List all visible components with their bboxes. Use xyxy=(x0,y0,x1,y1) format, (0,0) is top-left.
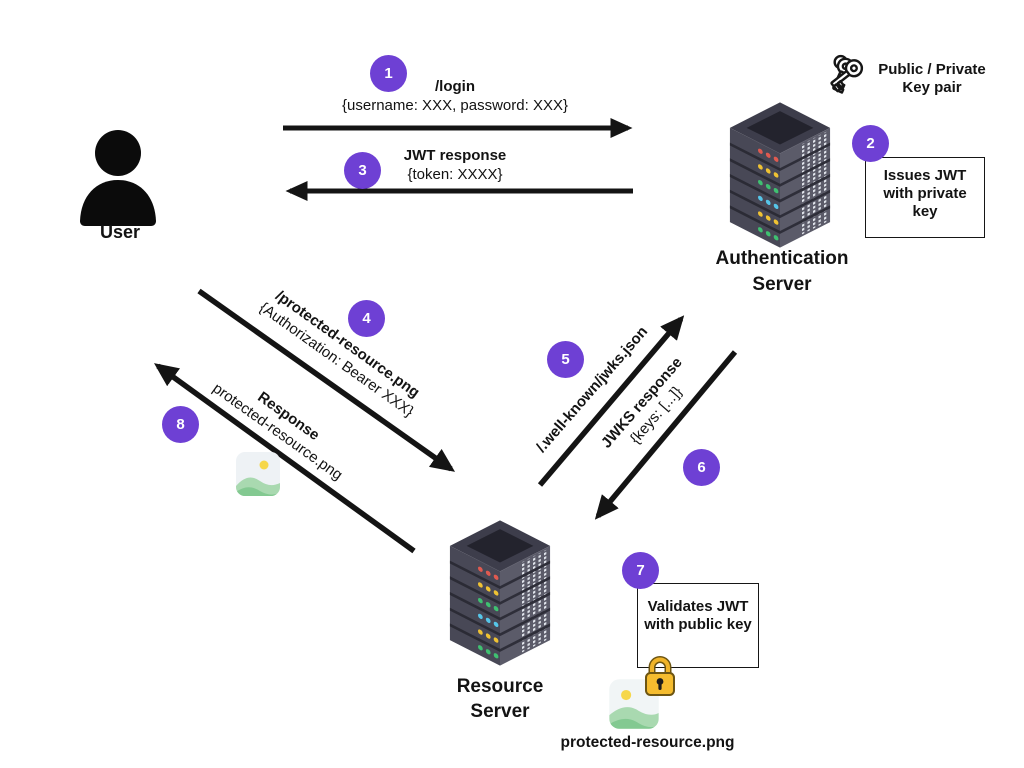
authentication-server-label: Authentication Server xyxy=(699,246,865,298)
step-5-badge: 5 xyxy=(547,341,584,378)
step-1-badge: 1 xyxy=(370,55,407,92)
keys-icon xyxy=(830,54,864,94)
step-6-badge: 6 xyxy=(683,449,720,486)
user-label: User xyxy=(99,222,141,242)
step-1-title: /login xyxy=(435,78,475,95)
key-pair-label-line1: Public / Private xyxy=(878,61,986,78)
step-7-note-box: Validates JWT with public key xyxy=(637,583,759,668)
resource-server-icon xyxy=(446,518,554,666)
key-pair-label-line2: Key pair xyxy=(902,79,962,96)
step-7-note-line1: Validates JWT xyxy=(647,598,749,615)
step-3-subtitle: {token: XXXX} xyxy=(407,166,503,183)
step-3-title: JWT response xyxy=(403,147,507,164)
resource-server-label-line1: Resource xyxy=(456,676,544,697)
step-3-badge: 3 xyxy=(344,152,381,189)
authentication-server-label-line2: Server xyxy=(752,274,812,295)
step-4-badge: 4 xyxy=(348,300,385,337)
key-pair-label: Public / Private Key pair xyxy=(868,61,996,97)
step-1-label: /login {username: XXX, password: XXX} xyxy=(300,77,610,115)
step-2-note-line3: key xyxy=(912,203,938,220)
resource-server-label: Resource Server xyxy=(417,674,583,724)
step-3-label: JWT response {token: XXXX} xyxy=(350,146,560,184)
image-file-icon xyxy=(236,452,280,496)
step-8-badge: 8 xyxy=(162,406,199,443)
step-2-note-box: Issues JWT with private key xyxy=(865,157,985,238)
step-2-note-line1: Issues JWT xyxy=(883,167,967,184)
lock-icon xyxy=(645,656,675,696)
step-7-note-line2: with public key xyxy=(644,616,752,633)
step-7-badge: 7 xyxy=(622,552,659,589)
step-2-badge: 2 xyxy=(852,125,889,162)
protected-resource-label: protected-resource.png xyxy=(560,734,735,751)
resource-server-label-line2: Server xyxy=(470,701,530,722)
step-2-note-line2: with private xyxy=(883,185,967,202)
step-1-subtitle: {username: XXX, password: XXX} xyxy=(342,97,568,114)
authentication-server-icon xyxy=(726,100,834,248)
authentication-server-label-line1: Authentication xyxy=(715,248,849,269)
user-icon xyxy=(80,130,156,226)
